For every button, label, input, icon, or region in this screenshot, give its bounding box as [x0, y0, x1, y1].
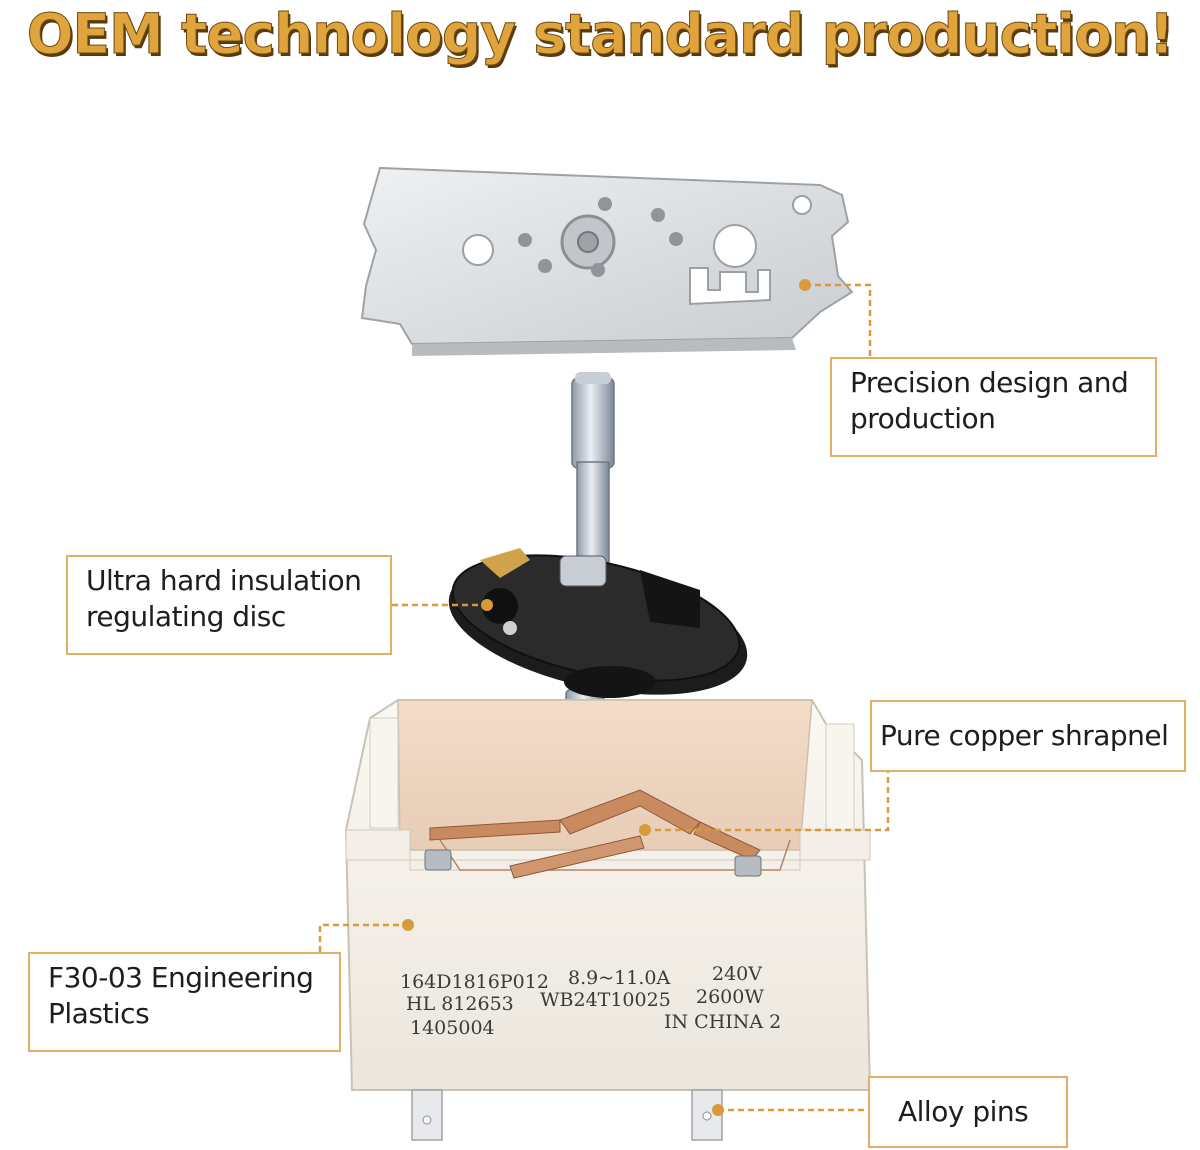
label-part-number: 164D1816P012 [400, 971, 549, 993]
marker-dots [402, 279, 811, 1116]
label-origin: IN CHINA 2 [664, 1011, 781, 1033]
callout-disc-line-1: Ultra hard insulation [86, 564, 362, 597]
marker-dot-icon [712, 1104, 724, 1116]
alloy-pins [411, 1089, 723, 1141]
marker-dot-icon [639, 824, 651, 836]
callout-precision-line-2: production [850, 402, 996, 435]
callout-shrapnel-line-1: Pure copper shrapnel [880, 719, 1169, 752]
callout-shrapnel: Pure copper shrapnel [870, 700, 1186, 772]
label-date-code: 1405004 [410, 1017, 495, 1039]
callout-plastics-line-1: F30-03 Engineering [48, 961, 314, 994]
marker-dot-icon [799, 279, 811, 291]
plastic-housing [344, 699, 872, 1091]
label-wattage: 2600W [696, 986, 764, 1008]
callout-plastics-line-2: Plastics [48, 997, 150, 1030]
label-hl-code: HL 812653 [406, 993, 514, 1015]
leader-lines [318, 283, 890, 1112]
callout-precision-line-1: Precision design and [850, 366, 1129, 399]
callout-pins: Alloy pins [868, 1076, 1068, 1148]
marker-dot-icon [402, 919, 414, 931]
product-label: 164D1816P012 8.9~11.0A 240V HL 812653 WB… [400, 963, 781, 1039]
callout-disc: Ultra hard insulation regulating disc [66, 555, 392, 655]
callout-precision: Precision design and production [830, 357, 1157, 457]
label-wb-code: WB24T10025 [540, 989, 671, 1011]
leader-line-precision [805, 283, 872, 358]
insulation-disc [448, 548, 748, 698]
headline: OEM technology standard production! [26, 2, 1175, 67]
callout-plastics: F30-03 Engineering Plastics [28, 952, 341, 1052]
marker-dot-icon [481, 599, 493, 611]
callout-disc-line-2: regulating disc [86, 600, 286, 633]
copper-contacts [424, 789, 762, 879]
label-voltage: 240V [712, 963, 762, 985]
metal-plate [360, 166, 854, 356]
callout-pins-line-1: Alloy pins [898, 1095, 1029, 1128]
leader-line-plastics [318, 923, 405, 952]
leader-line-shrapnel [645, 772, 890, 832]
label-current: 8.9~11.0A [568, 967, 670, 989]
